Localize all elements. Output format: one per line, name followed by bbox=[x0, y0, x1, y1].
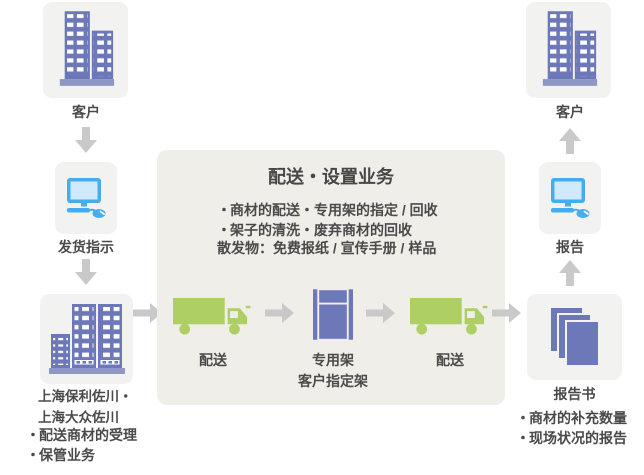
documents-icon bbox=[549, 306, 601, 368]
rack-label: 专用架 客户指定架 bbox=[275, 350, 391, 392]
arrow-right-icon bbox=[366, 302, 396, 324]
bullet-marker: ・ bbox=[217, 222, 231, 238]
arrow-down-icon bbox=[74, 259, 98, 286]
computer-icon bbox=[64, 178, 108, 218]
bullet-item: ・ 配送商材的受理 bbox=[26, 425, 137, 445]
bullet-item: ・ 保管业务 bbox=[26, 445, 137, 465]
report-label: 报告 bbox=[556, 239, 584, 255]
office-building-icon bbox=[55, 11, 117, 89]
company-bullet-list: ・ 配送商材的受理 ・ 保管业务 bbox=[26, 425, 137, 465]
arrow-up-icon bbox=[558, 259, 582, 286]
bullet-item: ・ 现场状况的报告 bbox=[516, 428, 627, 448]
delivery-setup-panel: 配送・设置业务 ・ 商材的配送・专用架的指定 / 回收 ・ 架子的清洗・废弃商材… bbox=[157, 150, 505, 405]
arrow-right-icon bbox=[265, 302, 295, 324]
rack-icon bbox=[313, 287, 353, 343]
delivery-label-left: 配送 bbox=[199, 352, 227, 368]
rack-label-line1: 专用架 bbox=[312, 352, 354, 368]
bullet-marker: ・ bbox=[26, 427, 40, 443]
truck-icon bbox=[410, 296, 490, 337]
arrow-right-icon bbox=[492, 302, 522, 324]
truck-icon bbox=[173, 296, 253, 337]
arrow-up-icon bbox=[558, 127, 582, 154]
shipping-instruction-tile bbox=[55, 162, 117, 234]
bullet-text: 商材的配送・专用架的指定 / 回收 bbox=[230, 202, 438, 218]
city-buildings-icon bbox=[49, 304, 125, 374]
bullet-item: ・ 商材的配送・专用架的指定 / 回收 bbox=[217, 200, 438, 220]
bullet-item: ・ 架子的清洗・废弃商材的回收 bbox=[217, 220, 438, 240]
bullet-item: ・ 商材的补充数量 bbox=[516, 408, 627, 428]
shipping-instruction-label: 发货指示 bbox=[58, 239, 114, 255]
report-tile bbox=[539, 162, 601, 234]
bullet-text: 商材的补充数量 bbox=[529, 410, 627, 426]
panel-bullet-list: ・ 商材的配送・专用架的指定 / 回收 ・ 架子的清洗・废弃商材的回收 bbox=[217, 200, 438, 240]
bullet-marker: ・ bbox=[516, 410, 530, 426]
customer-label-right: 客户 bbox=[556, 104, 584, 120]
report-book-tile bbox=[527, 294, 622, 380]
bullet-text: 现场状况的报告 bbox=[529, 430, 627, 446]
office-building-icon bbox=[538, 11, 600, 89]
report-book-label: 报告书 bbox=[553, 386, 596, 402]
bullet-marker: ・ bbox=[516, 430, 530, 446]
customer-label-left: 客户 bbox=[72, 104, 100, 120]
report-bullet-list: ・ 商材的补充数量 ・ 现场状况的报告 bbox=[516, 408, 627, 448]
bullet-text: 配送商材的受理 bbox=[39, 427, 137, 443]
customer-tile-right bbox=[526, 2, 611, 98]
company-name: 上海保利佐川・ 上海大众佐川 bbox=[38, 387, 133, 428]
customer-tile-left bbox=[43, 2, 128, 98]
company-name-line1: 上海保利佐川・ bbox=[38, 389, 133, 404]
company-name-line2: 上海大众佐川 bbox=[38, 409, 119, 425]
rack-label-line2: 客户指定架 bbox=[298, 373, 368, 389]
panel-title: 配送・设置业务 bbox=[268, 167, 394, 187]
computer-icon bbox=[548, 178, 592, 218]
delivery-label-right: 配送 bbox=[436, 352, 464, 368]
bullet-marker: ・ bbox=[26, 447, 40, 463]
arrow-down-icon bbox=[74, 127, 98, 154]
bullet-text: 架子的清洗・废弃商材的回收 bbox=[230, 222, 412, 238]
company-tile bbox=[40, 294, 133, 384]
panel-note: 散发物：免费报纸 / 宣传手册 / 样品 bbox=[217, 240, 437, 256]
bullet-text: 保管业务 bbox=[39, 447, 95, 463]
bullet-marker: ・ bbox=[217, 202, 231, 218]
